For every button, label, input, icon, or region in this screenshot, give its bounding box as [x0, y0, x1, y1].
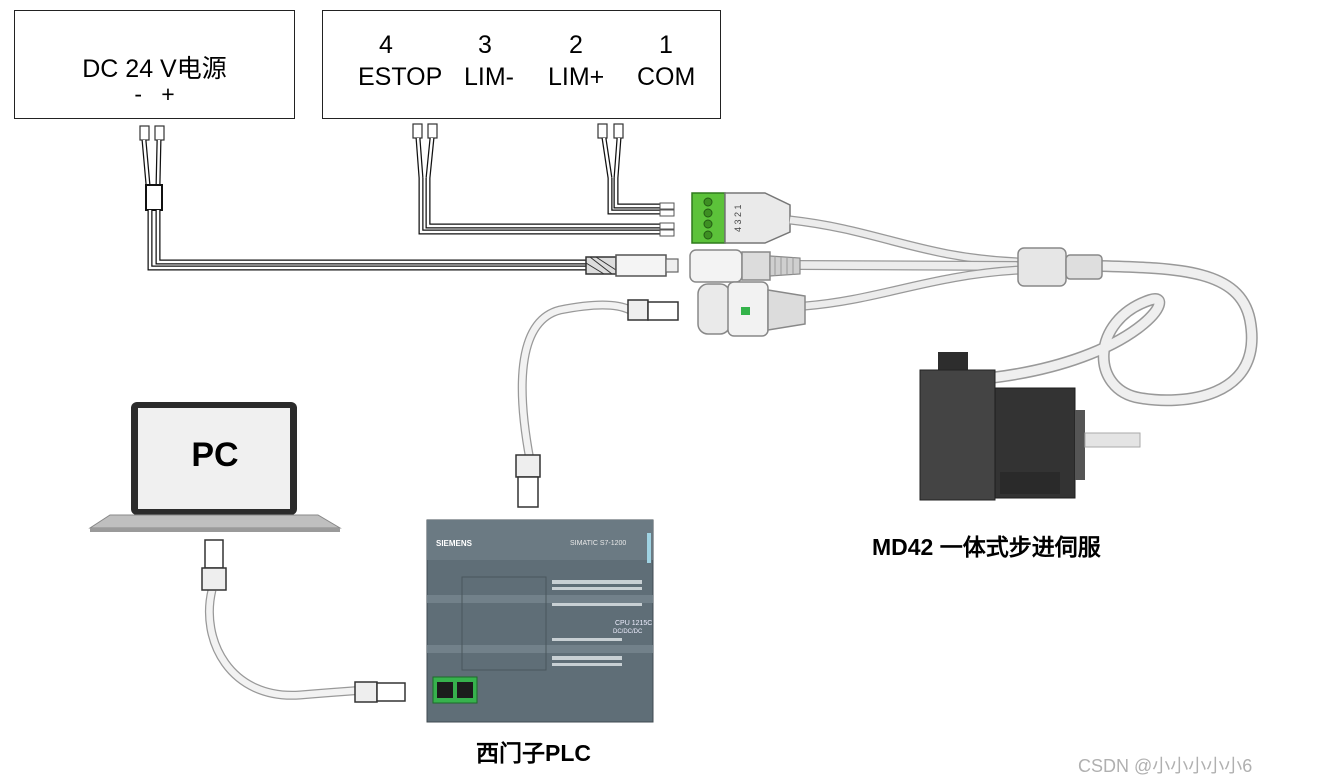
watermark: CSDN @小小小小小6	[1078, 756, 1253, 776]
plc-brand: SIEMENS	[436, 539, 473, 548]
connector-pin-label: 4 3 2 1	[733, 204, 743, 232]
plc-cpu-variant: DC/DC/DC	[613, 629, 643, 635]
pin-2-name: LIM+	[548, 63, 605, 91]
pin-4-number: 4	[379, 31, 393, 59]
stepper-motor	[919, 352, 1141, 501]
ethernet-cable-plc-motor	[515, 299, 679, 508]
io-leads	[412, 123, 675, 237]
power-supply-terminals: - +	[134, 81, 175, 107]
plc-caption: 西门子PLC	[476, 740, 591, 766]
ethernet-cable-pc-plc	[201, 539, 406, 703]
pin-4-name: ESTOP	[358, 63, 443, 91]
laptop-pc: PC	[88, 402, 342, 532]
power-supply-box: DC 24 V电源 - +	[14, 10, 295, 119]
siemens-plc: SIEMENS SIMATIC S7-1200 CPU 1215C DC/DC/…	[426, 519, 654, 723]
plc-model: SIMATIC S7-1200	[570, 540, 626, 547]
motor-cables	[789, 215, 1258, 407]
pin-1-number: 1	[659, 31, 673, 59]
io-terminal-box: 4 ESTOP 3 LIM- 2 LIM+ 1 COM	[322, 10, 721, 119]
power-supply-leads	[139, 125, 679, 277]
green-terminal-connector: 4 3 2 1	[691, 192, 791, 244]
pin-2-number: 2	[569, 31, 583, 59]
round-comm-connector	[697, 281, 806, 337]
motor-caption: MD42 一体式步进伺服	[872, 534, 1101, 560]
plc-cpu: CPU 1215C	[615, 620, 652, 627]
cable-junction-sleeve	[1017, 247, 1103, 287]
pin-3-name: LIM-	[464, 63, 514, 91]
pin-1-name: COM	[637, 63, 696, 91]
pc-label: PC	[191, 436, 238, 474]
dc-barrel-socket	[689, 249, 801, 283]
power-supply-title: DC 24 V电源	[82, 55, 227, 83]
pin-3-number: 3	[478, 31, 492, 59]
